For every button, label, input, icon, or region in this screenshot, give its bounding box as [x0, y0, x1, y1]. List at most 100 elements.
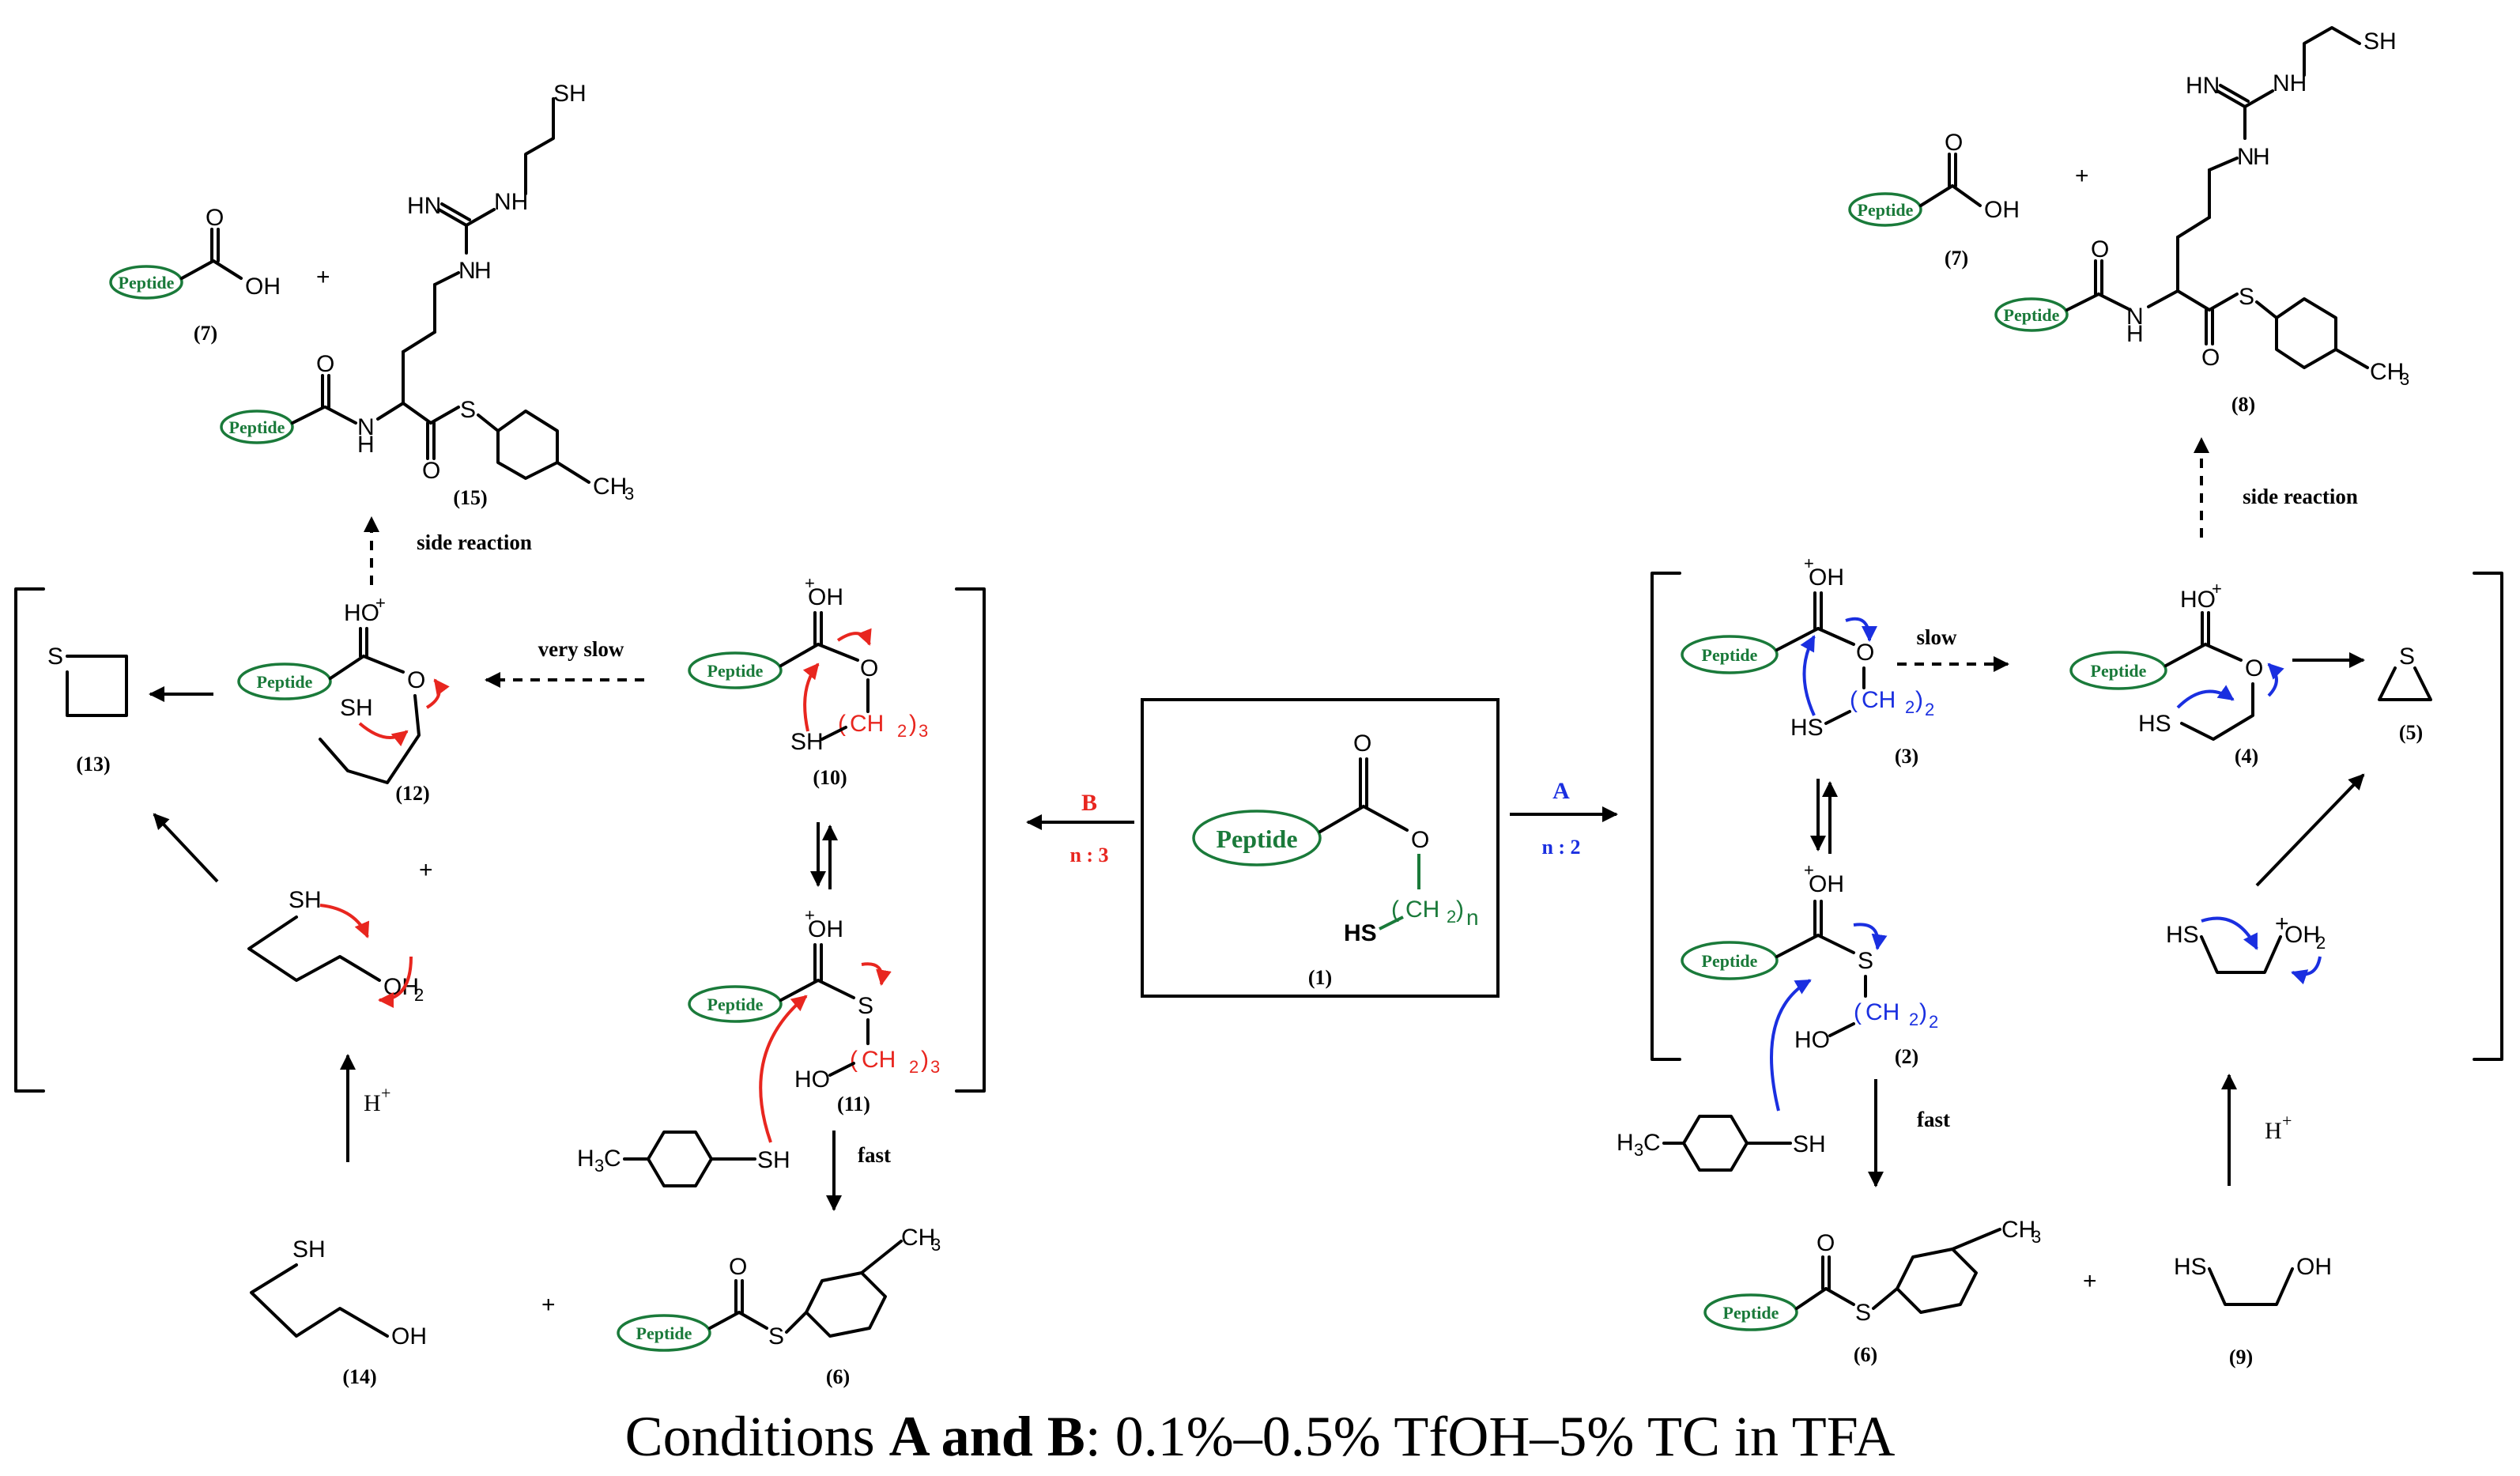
figure-caption: Conditions A and B: 0.1%–0.5% TfOH–5% TC… — [0, 1404, 2520, 1470]
atom: N — [2126, 304, 2144, 330]
atom: HN — [2186, 73, 2220, 99]
compound-7-left: Peptide O OH (7) — [109, 205, 281, 345]
caption-bold: A and B — [888, 1405, 1085, 1468]
atom: O — [2091, 236, 2109, 262]
compound-1-box — [1141, 698, 1500, 998]
side-reaction-label-right: side reaction — [2243, 485, 2358, 508]
compound-2: Peptide OH+ S CH ( 2 ) 2 HO (2) — [1681, 860, 1938, 1068]
atom: OH — [391, 1323, 427, 1350]
pathway-B-label: B — [1081, 790, 1097, 816]
atom: HS — [2174, 1254, 2207, 1280]
atom: HO — [1794, 1027, 1830, 1053]
atom: S — [2239, 284, 2254, 310]
atom: CH — [1862, 687, 1896, 713]
label-compound-10: (10) — [813, 766, 847, 789]
arrow-to-13 — [153, 813, 219, 883]
atom: NH — [494, 189, 528, 215]
svg-text:2: 2 — [897, 721, 907, 741]
svg-text:+: + — [2282, 1111, 2292, 1131]
caption-suffix: : 0.1%–0.5% TfOH–5% TC in TFA — [1085, 1405, 1896, 1468]
atom: O — [206, 205, 224, 231]
compound-7-right: Peptide O OH (7) — [1848, 130, 2020, 270]
atom: SH — [790, 729, 824, 755]
svg-text:2: 2 — [1925, 700, 1934, 719]
svg-text:+: + — [381, 1083, 390, 1103]
very-slow-label: very slow — [538, 637, 624, 661]
svg-text:3: 3 — [931, 1235, 941, 1255]
atom: O — [1856, 640, 1874, 666]
compound-10: Peptide OH+ O CH 2 ( ) 3 SH (10) — [688, 573, 928, 789]
compound-6-right: Peptide O S CH3 (6) — [1703, 1217, 2041, 1366]
atom: O — [316, 351, 334, 377]
atom: + — [2275, 911, 2289, 937]
atom: O — [1353, 730, 1371, 757]
atom: HS — [1790, 715, 1824, 741]
atom: CH — [862, 1047, 896, 1073]
atom: CH — [1865, 999, 1899, 1025]
label-compound-4: (4) — [2235, 745, 2258, 768]
label-compound-6-left: (6) — [826, 1365, 850, 1388]
svg-text:): ) — [1456, 897, 1464, 923]
plus-sign: + — [541, 1292, 556, 1318]
peptide-tag: Peptide — [1702, 645, 1758, 665]
compound-3: Peptide OH+ O CH ( 2 ) 2 HS (3) — [1681, 553, 1934, 768]
svg-text:): ) — [909, 711, 917, 737]
compound-14: SH OH (14) — [250, 1236, 427, 1388]
label-compound-3: (3) — [1895, 745, 1918, 768]
svg-text:2: 2 — [909, 1057, 919, 1077]
svg-text:3: 3 — [594, 1156, 604, 1176]
label-compound-2: (2) — [1895, 1045, 1918, 1068]
side-reaction-label-left: side reaction — [417, 530, 532, 554]
plus-sign: + — [316, 264, 330, 290]
svg-text:2: 2 — [1447, 907, 1456, 927]
label-compound-12: (12) — [395, 782, 429, 805]
label-compound-6-right: (6) — [1854, 1343, 1877, 1366]
atom: O — [729, 1254, 747, 1280]
atom: + — [419, 857, 433, 883]
atom: S — [858, 993, 873, 1019]
atom: OH — [1809, 871, 1844, 897]
fast-label-left: fast — [858, 1143, 891, 1167]
svg-text:2: 2 — [1905, 697, 1915, 717]
atom: O — [1945, 130, 1963, 156]
hplus-label-right: H — [2265, 1118, 2282, 1144]
caption-prefix: Conditions — [624, 1405, 889, 1468]
peptide-tag: Peptide — [1723, 1303, 1779, 1323]
atom: CH — [2370, 359, 2404, 385]
compound-13: S (13) — [47, 644, 128, 776]
peptide-tag: Peptide — [1858, 200, 1914, 220]
svg-text:3: 3 — [1634, 1140, 1643, 1160]
atom: + — [1804, 860, 1814, 880]
atom: H — [2253, 144, 2270, 170]
atom: S — [2399, 644, 2415, 670]
peptide-tag: Peptide — [2091, 661, 2147, 681]
label-compound-14: (14) — [342, 1365, 376, 1388]
svg-text:(: ( — [1391, 897, 1399, 923]
atom: OH — [808, 584, 843, 610]
atom: HO — [2180, 587, 2216, 613]
bracket-left-close — [955, 587, 986, 1093]
plus-sign: + — [2083, 1268, 2097, 1294]
atom: OH — [1984, 197, 2020, 223]
atom: CH — [593, 474, 627, 500]
atom: OH — [1809, 564, 1844, 591]
svg-text:(: ( — [838, 711, 846, 737]
compound-9: HS OH (9) — [2174, 1254, 2332, 1368]
compound-8: Peptide O N H N H HN NH SH O S CH3 (8) — [1994, 26, 2409, 416]
hplus-label-left: H — [364, 1090, 381, 1116]
atom: OH — [245, 274, 281, 300]
svg-text:3: 3 — [919, 721, 928, 741]
svg-text:): ) — [1915, 687, 1923, 713]
mercaptoethanol-protonated: HS + OH2 — [2166, 911, 2326, 985]
svg-text:2: 2 — [1929, 1012, 1938, 1032]
atom: OH — [808, 916, 843, 942]
svg-text:(: ( — [1850, 687, 1858, 713]
label-compound-8: (8) — [2231, 393, 2255, 416]
atom: n — [1466, 905, 1479, 930]
atom: H — [357, 432, 375, 458]
svg-text:3: 3 — [2031, 1227, 2041, 1247]
label-compound-7-right: (7) — [1945, 247, 1968, 270]
svg-text:(: ( — [850, 1047, 858, 1073]
pathway-A-n: n : 2 — [1541, 836, 1580, 859]
